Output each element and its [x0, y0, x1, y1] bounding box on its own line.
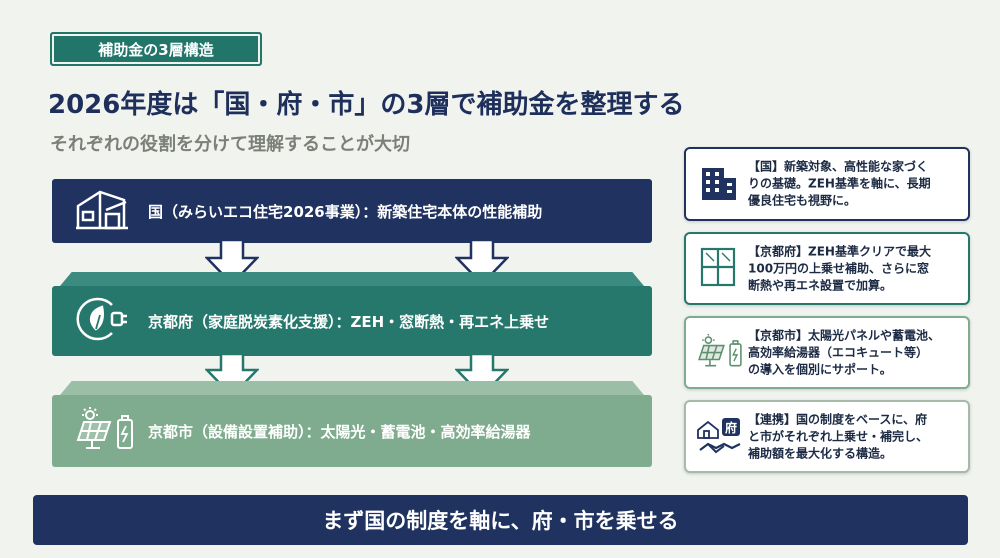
building-icon: [696, 162, 740, 206]
handshake-icon: 府: [696, 412, 744, 462]
tier-city-label: 京都市（設備設置補助）：太陽光・蓄電池・高効率給湯器: [148, 422, 531, 441]
section-badge: 補助金の3層構造: [50, 32, 262, 66]
solar-battery-icon: [74, 406, 136, 456]
tier-prefecture-label: 京都府（家庭脱炭素化支援）：ZEH・窓断熱・再エネ上乗せ: [148, 312, 550, 331]
card-icon-label: 府: [725, 420, 737, 435]
house-icon: [74, 188, 130, 234]
info-card-national: 【国】新築対象、高性能な家づく りの基礎。ZEH基準を軸に、長期 優良住宅も視野…: [684, 147, 970, 221]
footer-banner: まず国の制度を軸に、府・市を乗せる: [33, 495, 968, 545]
down-arrow-icon: [455, 238, 509, 286]
info-card-city: 【京都市】太陽光パネルや蓄電池、 高効率給湯器（エコキュート等） の導入を個別に…: [684, 316, 970, 389]
page-title: 2026年度は「国・府・市」の3層で補助金を整理する: [48, 90, 685, 120]
tier-city: 京都市（設備設置補助）：太陽光・蓄電池・高効率給湯器: [52, 395, 652, 467]
info-card-prefecture-text: 【京都府】ZEH基準クリアで最大 100万円の上乗せ補助、さらに窓 断熱や再エネ…: [748, 244, 931, 292]
tier-national: 国（みらいエコ住宅2026事業）：新築住宅本体の性能補助: [52, 179, 652, 243]
solar-battery-icon: [696, 330, 744, 376]
tier-prefecture: 京都府（家庭脱炭素化支援）：ZEH・窓断熱・再エネ上乗せ: [52, 286, 652, 356]
info-card-prefecture: 【京都府】ZEH基準クリアで最大 100万円の上乗せ補助、さらに窓 断熱や再エネ…: [684, 232, 970, 305]
down-arrow-icon: [205, 238, 259, 286]
eco-plug-icon: [74, 295, 128, 347]
info-card-cooperation: 府 【連携】国の制度をベースに、府 と市がそれぞれ上乗せ・補完し、 補助額を最大…: [684, 400, 970, 473]
window-icon: [696, 245, 740, 293]
info-card-cooperation-text: 【連携】国の制度をベースに、府 と市がそれぞれ上乗せ・補完し、 補助額を最大化す…: [748, 412, 929, 460]
tier-national-label: 国（みらいエコ住宅2026事業）：新築住宅本体の性能補助: [148, 202, 543, 221]
page-subtitle: それぞれの役割を分けて理解することが大切: [50, 134, 410, 155]
info-card-national-text: 【国】新築対象、高性能な家づく りの基礎。ZEH基準を軸に、長期 優良住宅も視野…: [748, 159, 931, 208]
info-card-city-text: 【京都市】太陽光パネルや蓄電池、 高効率給湯器（エコキュート等） の導入を個別に…: [748, 328, 941, 376]
